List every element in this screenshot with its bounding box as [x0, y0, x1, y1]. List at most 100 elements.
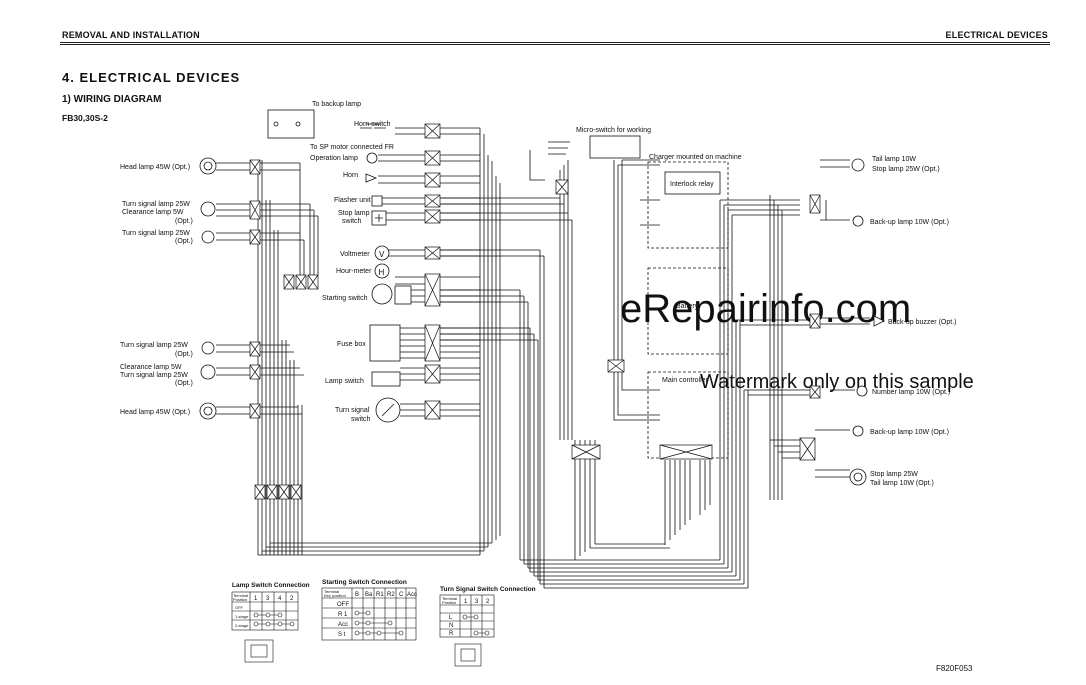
starting-table-col-3: R2 — [387, 592, 395, 598]
turn-table-row-1: L — [449, 615, 453, 621]
label-head-lamp-bottom: Head lamp 45W (Opt.) — [120, 409, 190, 416]
header-right: ELECTRICAL DEVICES — [945, 30, 1048, 40]
label-flasher-unit: Flasher unit — [334, 197, 371, 204]
starting-table-col-4: C — [399, 592, 404, 598]
header-left: REMOVAL AND INSTALLATION — [62, 30, 200, 40]
header-rule — [60, 42, 1050, 43]
lamp-table-row-0: OFF — [235, 605, 244, 610]
label-opt-3: (Opt.) — [175, 351, 193, 358]
label-to-backup-lamp: To backup lamp — [312, 101, 361, 108]
head-lamp-bottom-icon — [199, 402, 217, 420]
flasher-unit-icon — [371, 195, 383, 207]
label-starting-switch: Starting switch — [322, 295, 368, 302]
lamp-table-col-1: 3 — [266, 596, 270, 602]
connector-head-lamp-top — [249, 159, 261, 175]
lamp-table-col-2: 4 — [278, 596, 282, 602]
watermark-sub: Watermark only on this sample — [700, 371, 974, 393]
label-horn: Horn — [343, 172, 358, 179]
starting-switch-icon — [371, 283, 412, 305]
label-clearance-bottom: Clearance lamp 5W — [120, 364, 182, 371]
connector-controller — [555, 179, 713, 460]
label-stop-lamp-2: switch — [342, 218, 362, 225]
label-hour-meter: Hour-meter — [336, 268, 372, 275]
label-horn-switch: Horn switch — [354, 121, 391, 128]
connector-turn-bottom — [249, 341, 261, 357]
turn-lamp-bottom-icon — [201, 341, 215, 355]
connector-turn-top-2 — [249, 229, 261, 245]
lamp-table-corner-bottom: Position — [233, 597, 247, 602]
label-battery: Battery — [676, 303, 699, 310]
stop-lamp-bottom-icon — [849, 468, 867, 486]
micro-switch-icon — [589, 135, 641, 159]
tail-lamp-top-icon — [851, 158, 865, 172]
label-backup-lamp-bottom: Back-up lamp 10W (Opt.) — [870, 429, 949, 436]
starting-table-col-2: R1 — [376, 592, 384, 598]
label-main-controller: Main controller — [662, 377, 709, 384]
label-opt-4: (Opt.) — [175, 380, 193, 387]
lamp-switch-table: Lamp Switch Connection Terminal Position… — [231, 582, 310, 663]
starting-switch-table: Starting Switch Connection Terminal Key … — [321, 579, 417, 641]
model-label: FB30,30S-2 — [62, 113, 108, 123]
backup-buzzer-icon — [873, 315, 885, 327]
turn-signal-table: Turn Signal Switch Connection Terminal P… — [439, 586, 536, 667]
header-rule-thin — [60, 44, 1050, 45]
turn-signal-switch-icon — [375, 397, 401, 423]
horn-switch-icon — [360, 123, 386, 129]
left-labels: Head lamp 45W (Opt.) Turn signal lamp 25… — [120, 164, 193, 416]
connector-clearance-bottom — [249, 364, 261, 380]
right-labels: Tail lamp 10W Stop lamp 25W (Opt.) Back-… — [870, 156, 956, 487]
head-lamp-top-icon — [199, 157, 217, 175]
starting-table-title: Starting Switch Connection — [322, 579, 407, 586]
label-opt-1: (Opt.) — [175, 218, 193, 225]
turn-table-row-3: R — [449, 631, 454, 637]
starting-table-corner-bottom: Key position — [324, 593, 346, 598]
starting-table-col-5: Acc — [407, 592, 417, 598]
lamp-table-corner-top: Terminal — [233, 593, 248, 598]
hour-meter-icon: H — [374, 263, 390, 279]
lamp-switch-icon — [371, 371, 401, 387]
center-devices: V H — [267, 109, 641, 423]
label-turn-signal-switch-2: switch — [351, 416, 371, 423]
starting-table-row-1: R 1 — [338, 612, 348, 618]
label-turn-bottom-2: Turn signal lamp 25W — [120, 372, 188, 379]
label-opt-2: (Opt.) — [175, 238, 193, 245]
label-backup-lamp-top: Back-up lamp 10W (Opt.) — [870, 219, 949, 226]
label-stop-lamp-1: Stop lamp — [338, 210, 370, 217]
label-turn-signal-switch-1: Turn signal — [335, 407, 370, 414]
lamp-table-row-2: 2-stage — [235, 623, 249, 628]
lamp-table-col-3: 2 — [290, 596, 294, 602]
label-backup-buzzer: Back-up buzzer (Opt.) — [888, 319, 956, 326]
label-lamp-switch: Lamp switch — [325, 378, 364, 385]
harness-wires — [216, 127, 870, 589]
turn-table-col-1: 3 — [475, 599, 479, 605]
clearance-lamp-bottom-icon — [200, 364, 216, 380]
label-turn-top-2: Turn signal lamp 25W — [122, 230, 190, 237]
figure-code: F820F053 — [936, 664, 973, 673]
number-lamp-icon — [856, 385, 868, 397]
label-stop-lamp-top: Stop lamp 25W (Opt.) — [872, 166, 940, 173]
starting-table-col-0: B — [355, 592, 359, 598]
battery-box — [647, 267, 729, 355]
label-turn-top-1: Turn signal lamp 25W — [122, 201, 190, 208]
right-lamps — [849, 158, 885, 486]
lamp-table-row-1: 1-stage — [235, 614, 249, 619]
label-operation-lamp: Operation lamp — [310, 155, 358, 162]
label-head-lamp-top: Head lamp 45W (Opt.) — [120, 164, 190, 171]
connector-head-lamp-bottom — [249, 403, 261, 419]
starting-table-col-1: Ba — [365, 592, 373, 598]
starting-table-row-2: Acc — [338, 622, 348, 628]
left-lamps — [199, 157, 217, 420]
turn-table-col-2: 2 — [486, 599, 490, 605]
svg-text:V: V — [379, 250, 385, 259]
connector-turn-top — [249, 200, 261, 220]
label-number-lamp: Number lamp 10W (Opt.) — [872, 389, 950, 396]
label-stop-lamp-bottom: Stop lamp 25W — [870, 471, 918, 478]
label-turn-bottom: Turn signal lamp 25W — [120, 342, 188, 349]
turn-table-title: Turn Signal Switch Connection — [440, 586, 536, 593]
backup-switch-icon — [267, 109, 315, 139]
turn-table-col-0: 1 — [464, 599, 468, 605]
connector-row-bottom — [254, 484, 302, 500]
turn-table-row-2: N — [449, 623, 453, 629]
turn-lamp-top-2-icon — [201, 230, 215, 244]
svg-text:H: H — [379, 268, 385, 277]
